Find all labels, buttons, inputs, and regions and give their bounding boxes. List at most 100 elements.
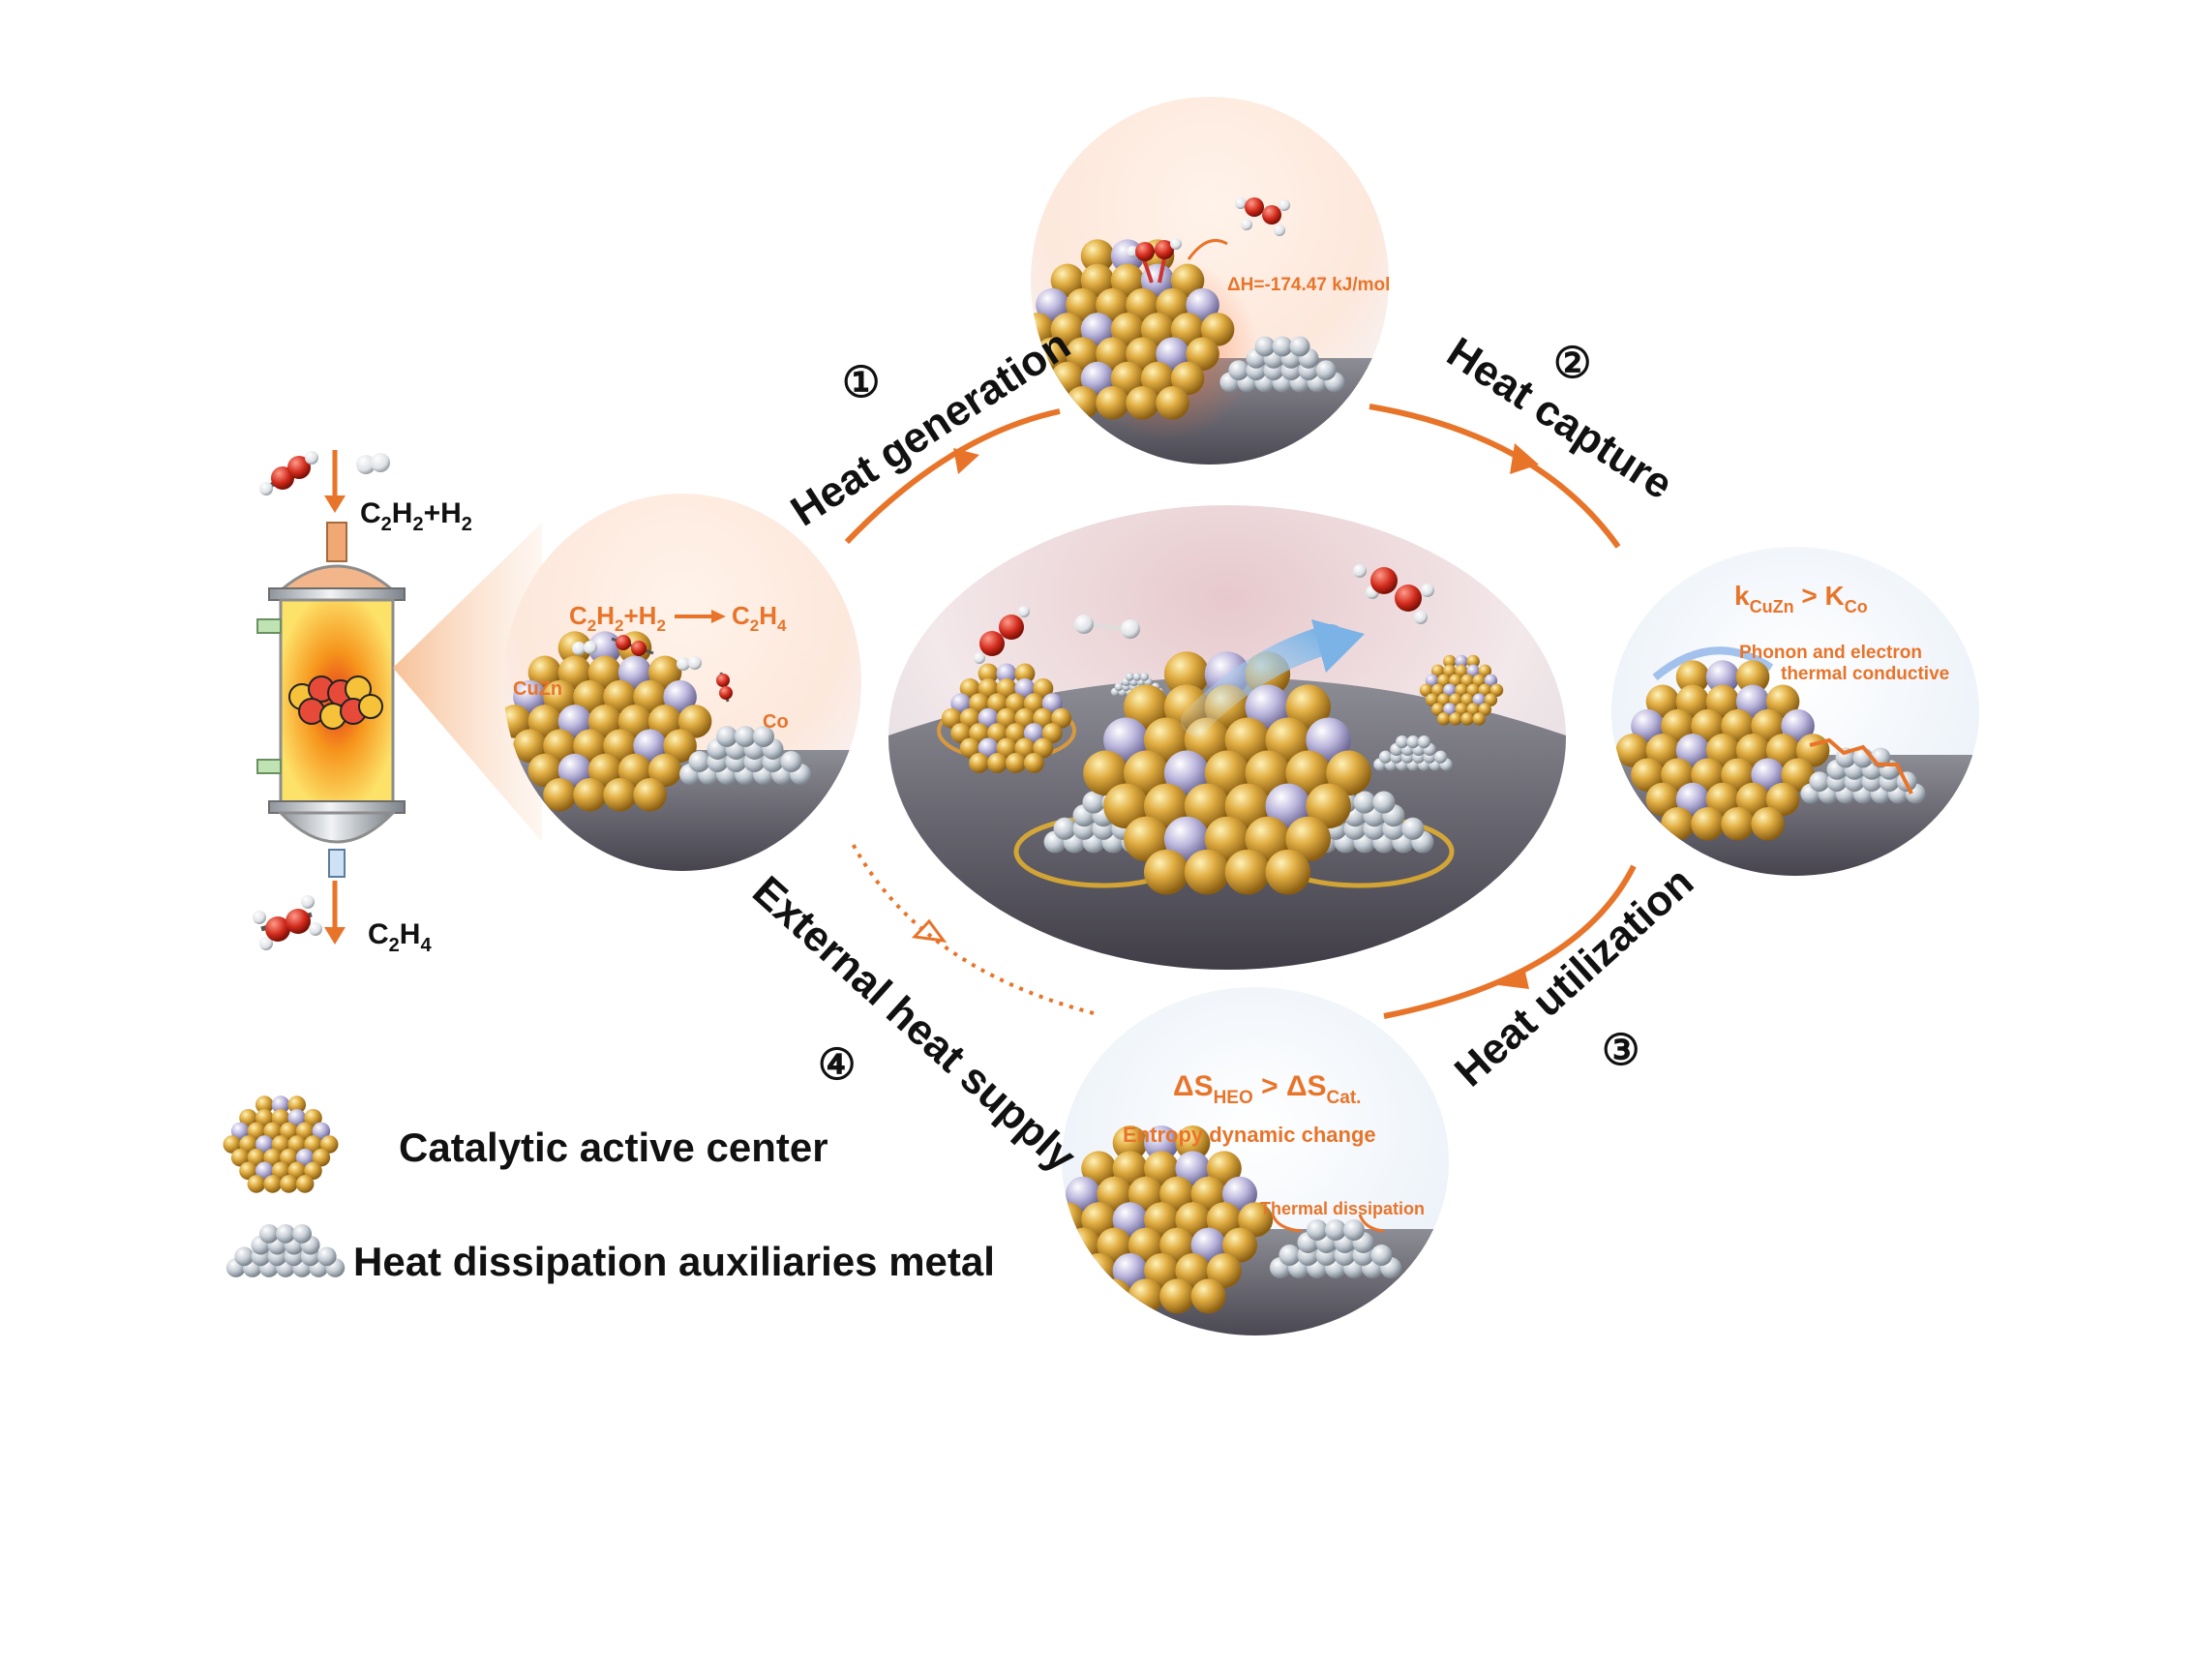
- atom: [1285, 816, 1331, 862]
- atom: [1437, 712, 1451, 726]
- atom: [1615, 734, 1650, 767]
- atom: [280, 1148, 298, 1167]
- atom: [1472, 693, 1486, 706]
- atom: [543, 679, 577, 714]
- atom: [319, 1135, 339, 1154]
- atom: [1143, 849, 1189, 895]
- atom: [1645, 684, 1680, 719]
- atom: [557, 753, 592, 788]
- atom: [230, 1148, 250, 1167]
- atom: [1132, 673, 1142, 681]
- atom: [1466, 654, 1480, 669]
- atom: [996, 677, 1017, 699]
- atom: [1272, 336, 1293, 357]
- atom: [1206, 1253, 1242, 1288]
- product-release-arrow-icon: [1311, 619, 1365, 673]
- step-3-label: Heat utilization: [1446, 858, 1702, 1096]
- atom: [1112, 1125, 1148, 1160]
- atom: [1315, 360, 1337, 381]
- atom: [1460, 674, 1474, 688]
- atom: [1066, 287, 1099, 322]
- inlet-arrow-icon: [324, 495, 346, 513]
- atom: [1110, 361, 1145, 396]
- atom: [1378, 750, 1393, 764]
- atom: [1751, 807, 1785, 841]
- atom: [1112, 1253, 1148, 1288]
- atom: [1080, 361, 1115, 396]
- reactor-feed-label: C2H2+H2: [360, 497, 472, 535]
- label-cuzn: CuZn: [513, 678, 562, 700]
- atom: [1014, 663, 1036, 684]
- atom: [1326, 750, 1371, 796]
- atom: [1245, 750, 1291, 796]
- atom: [1163, 816, 1210, 862]
- atom: [1735, 660, 1770, 694]
- atom: [1437, 693, 1451, 706]
- atom: [1080, 313, 1115, 346]
- atom: [1478, 683, 1492, 697]
- center-scene: [888, 505, 1566, 970]
- atom: [1675, 734, 1710, 767]
- atom: [304, 1161, 322, 1181]
- atom: [1080, 263, 1115, 298]
- atom: [1455, 654, 1468, 669]
- desorbed-ethylene-icon: [1235, 197, 1290, 236]
- atom: [1430, 703, 1445, 716]
- center-acetylene-icon: [974, 606, 1030, 664]
- atom: [1128, 1227, 1163, 1263]
- atom: [271, 1161, 290, 1181]
- atom: [996, 707, 1017, 729]
- atom: [1675, 782, 1710, 817]
- atom: [255, 1108, 274, 1127]
- atom: [1186, 337, 1219, 371]
- atom: [1661, 708, 1695, 743]
- legend-heat-dissipation-icon: [226, 1224, 346, 1277]
- legend-item-heat-dissipation: Heat dissipation auxiliaries metal: [353, 1239, 995, 1284]
- atom: [271, 1135, 290, 1154]
- atom: [1163, 651, 1210, 697]
- atom: [316, 1246, 337, 1267]
- atom: [1705, 660, 1740, 694]
- atom: [1449, 712, 1462, 726]
- atom: [287, 1135, 307, 1154]
- atom: [527, 705, 562, 738]
- atom: [1228, 360, 1249, 381]
- atom: [287, 1161, 307, 1181]
- reactor-catalyst-icon: [288, 675, 383, 730]
- atom: [1128, 1278, 1163, 1314]
- atom: [969, 693, 990, 714]
- atom: [527, 655, 562, 690]
- left-acetylene-icon: [611, 635, 654, 656]
- atom: [1140, 361, 1175, 396]
- atom: [1661, 758, 1695, 792]
- atom: [688, 751, 710, 772]
- atom: [1206, 1202, 1242, 1238]
- step-1-label: Heat generation: [783, 320, 1079, 535]
- atom: [1325, 1219, 1346, 1241]
- atom: [950, 693, 972, 714]
- atom: [1097, 1278, 1132, 1314]
- atom: [1163, 750, 1210, 796]
- atom: [1051, 707, 1072, 729]
- atom: [230, 1122, 250, 1141]
- atom: [987, 693, 1008, 714]
- atom: [1343, 1219, 1365, 1241]
- atom: [1103, 717, 1149, 763]
- atom: [1645, 782, 1680, 817]
- arrow-head-3-icon: [1498, 968, 1529, 989]
- atom: [1170, 313, 1205, 346]
- atom: [1705, 734, 1740, 767]
- atom: [959, 737, 980, 759]
- atom: [223, 1135, 242, 1154]
- step-3-number: ③: [1602, 1027, 1639, 1074]
- atom: [1159, 1227, 1195, 1263]
- atom: [1278, 1245, 1301, 1266]
- atom: [247, 1148, 266, 1167]
- center-hydrogen-icon: [1074, 615, 1140, 639]
- atom: [1472, 712, 1486, 726]
- atom: [716, 726, 737, 747]
- atom: [1140, 313, 1175, 346]
- atom: [1735, 734, 1770, 767]
- atom: [1721, 807, 1755, 841]
- atom: [287, 1095, 307, 1114]
